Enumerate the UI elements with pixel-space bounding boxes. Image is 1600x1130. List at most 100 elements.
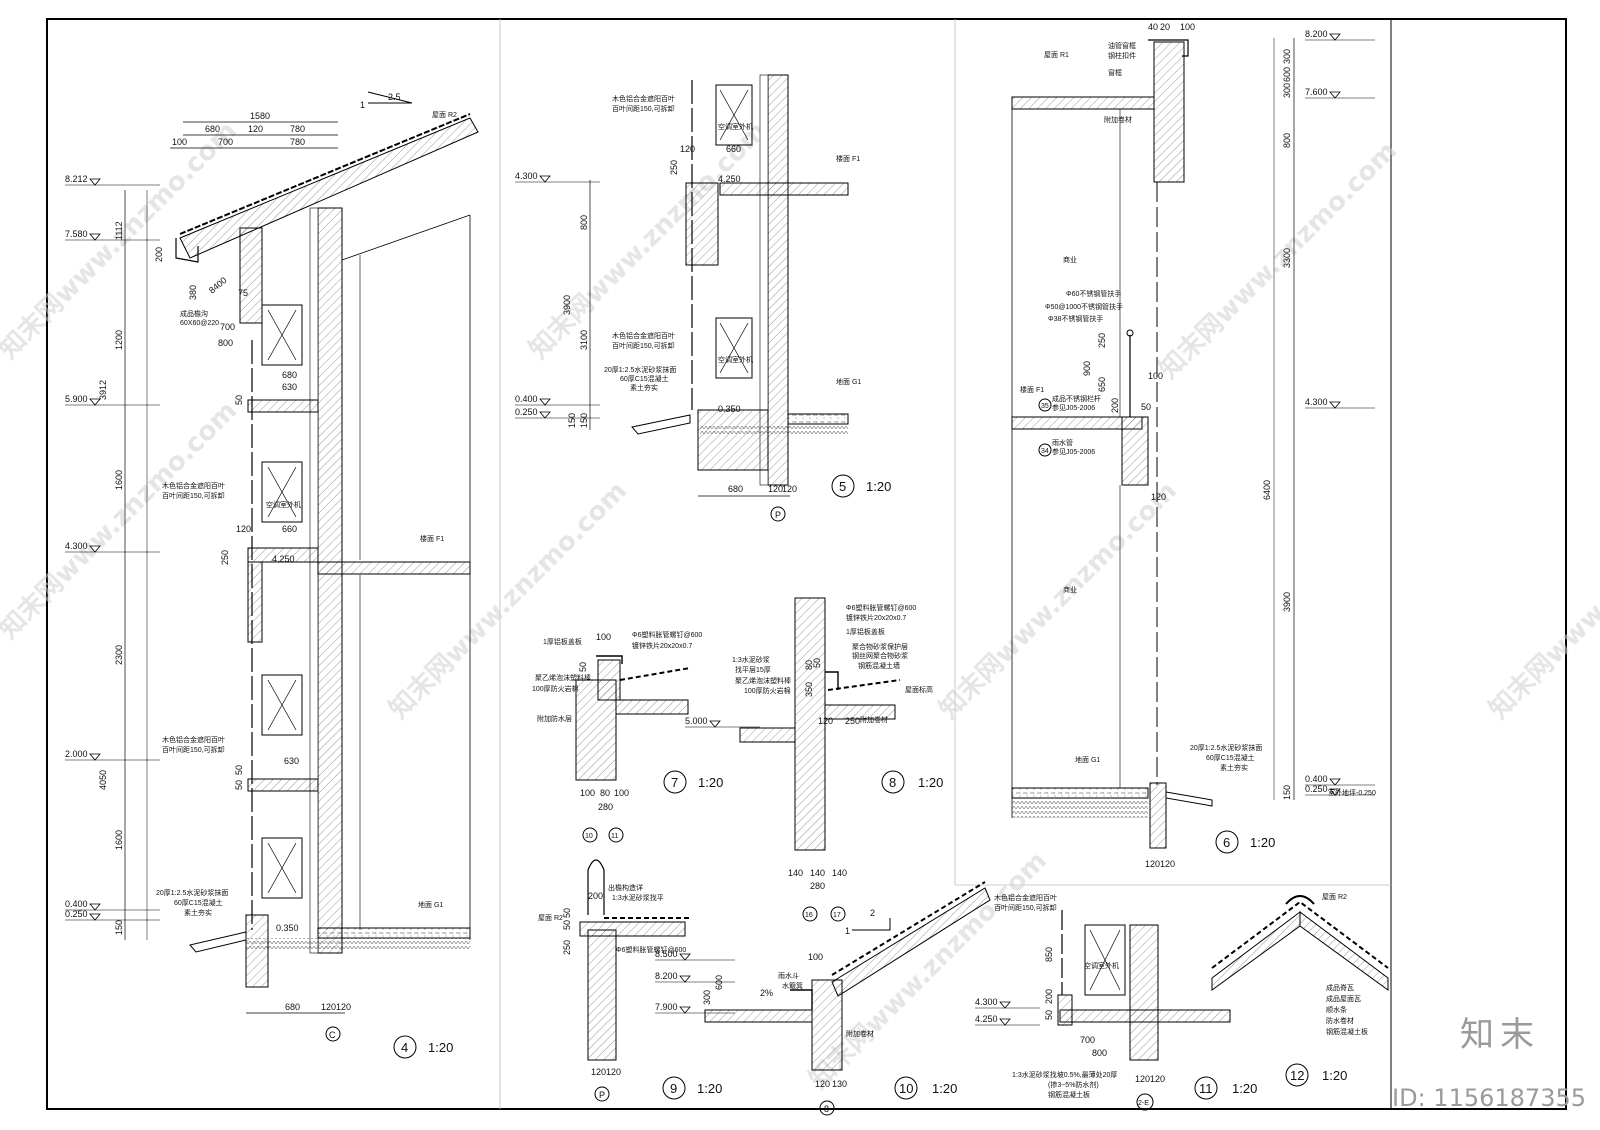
d6-note-0: 屋面 R1 [1044,51,1069,59]
axis-bubble-2e [1136,1093,1154,1111]
d4-misc-15: 50 [234,780,244,790]
slope-triangle-10 [852,918,891,931]
d5-m6: 120 [782,484,797,494]
ref-35: 35 [1041,403,1049,410]
d6-m3: 200 [1110,398,1120,413]
detail-10-number: 10 [899,1081,913,1096]
d5-m5: 120 [768,484,783,494]
wall-5-insul [759,74,769,486]
top-dim-3: 780 [290,124,305,134]
d10-m0: 100 [808,952,823,962]
d11-m1: 200 [1044,989,1054,1004]
top-dim-5: 700 [218,137,233,147]
d6-v2: 300 [1282,83,1292,98]
d4-note-1: 60X60@220 [180,320,219,327]
d7-m4: 100 [614,788,629,798]
vdim-d4-5: 4050 [98,770,108,790]
top-dim-0: 1580 [250,111,270,121]
wall-insulation [309,207,319,954]
level-mark-d6-3-text: 0.400 [1305,774,1328,784]
axis-bubble-17 [830,906,846,922]
vdim-d4-7: 150 [114,920,124,935]
detail-12-scale: 1:20 [1322,1068,1347,1083]
vdim-d4-0: 1112 [114,221,124,240]
d6-note-14: 商业 [1063,585,1077,594]
slab-8-left [739,727,796,743]
d6-t1: 20 [1160,22,1170,32]
axis-bubble-10 [582,827,598,843]
d11-note-0: 木色铝合金遮阳百叶 [994,893,1057,902]
d5-note-3: 楼面 F1 [836,154,860,163]
ridge-right-12 [1299,911,1389,991]
outdoor-apron [189,931,247,953]
beam-10 [811,979,843,1071]
d5-m4: 680 [728,484,743,494]
d6-note-5: 商业 [1063,255,1077,264]
d4-misc-5: 800 [218,338,233,348]
roof-tiles [179,113,471,235]
d11-m0: 850 [1044,947,1054,962]
d4-misc-14: 630 [284,756,299,766]
d6-v1: 600 [1282,67,1292,82]
d8-m3: 120 [818,716,833,726]
apron-6 [1165,791,1213,807]
d4-misc-9: 120 [236,524,251,534]
d8-note-6: 1:3水泥砂浆 [732,655,770,664]
d6-note-19: 室外地坪-0.250 [1328,788,1376,797]
flashing-7 [596,655,623,664]
d10-m4: 120 [815,1079,830,1089]
d10-m5: 130 [832,1079,847,1089]
top-dim-6: 780 [290,137,305,147]
level-mark-d4-6: 0.250 [65,909,160,921]
d6-note-3: 窗框 [1108,68,1122,77]
d4-misc-16: 0.350 [276,923,299,933]
d5-m2: 4.250 [718,174,741,184]
d6-note-7: Φ50@1000不锈钢管扶手 [1045,302,1123,311]
tiles-10 [831,881,986,976]
slab-11 [1059,1009,1231,1023]
d5-v0: 800 [579,215,589,230]
d6-note-17: 60厚C15混凝土 [1206,753,1255,762]
d6-note-1: 油管窗框 [1108,41,1136,50]
d4-misc-10: 660 [282,524,297,534]
d8-note-1: 镀锌铁片20x20x0.7 [846,613,906,622]
d8-note-8: 聚乙烯泡沫塑料棒 [735,676,791,685]
top-dim-4: 100 [172,137,187,147]
ac-unit-1 [261,304,303,366]
ac-unit-11 [1084,924,1126,996]
level-mark-d8: 5.000 [685,716,760,728]
eave-gutter [175,238,199,263]
axis-bubble-p5 [770,506,786,522]
d8-note-4: 钢丝网聚合物砂浆 [852,651,908,660]
d4-misc-12: 4.250 [272,554,295,564]
d4-misc-17: 680 [285,1002,300,1012]
niche-11 [1057,994,1073,1026]
detail-11-bubble [1194,1076,1218,1100]
d10-note-1: 水簸箕 [782,981,803,990]
axis-p5-label: P [775,510,781,520]
d6-note-11: 参见J05-2006 [1052,403,1095,412]
d5-v2: 3100 [579,330,589,350]
d6-m8: 120 [1160,859,1175,869]
level-mark-d4-0: 8.212 [65,174,160,186]
floor-tag: 楼面 F1 [420,534,444,543]
d7-m5: 280 [598,802,613,812]
watermark-8: 知末网www.znzmo.com [1484,476,1600,725]
d9-note-3: Φ6塑料胀管螺钉@600 [616,945,686,954]
ref-bubble-34 [1038,443,1052,457]
top-dim-2: 120 [248,124,263,134]
wall-8 [794,597,826,851]
d6-m0: 250 [1097,333,1107,348]
detail-11-number: 11 [1199,1081,1213,1096]
ac-unit-4 [261,837,303,899]
d11-m6: 120 [1150,1074,1165,1084]
slope-triangle [367,91,413,104]
detail-12-number: 12 [1290,1068,1304,1083]
d6-note-4: 附加卷材 [1104,115,1132,124]
d6-v7: 150 [1282,785,1292,800]
d10-slope-a: 1 [845,926,850,936]
ac-unit-5b [715,317,753,379]
detail-8-number: 8 [889,775,896,790]
